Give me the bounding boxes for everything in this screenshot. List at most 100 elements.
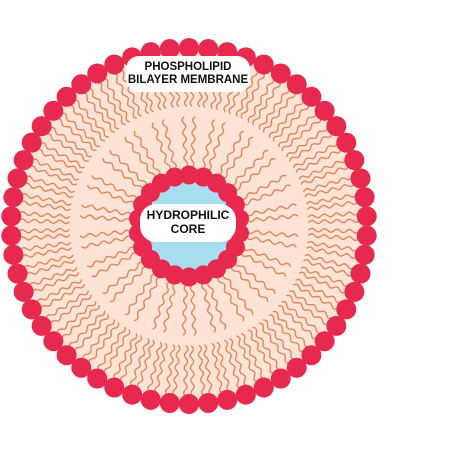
phosphate-head — [354, 187, 375, 208]
lipid-tail — [25, 259, 75, 276]
phosphate-head — [235, 384, 256, 405]
lipid-tail — [303, 259, 353, 277]
lipid-tail — [307, 233, 360, 242]
lipid-tail — [281, 300, 322, 334]
lipid-tail — [49, 126, 92, 158]
lipid-tail — [56, 118, 97, 152]
phosphate-head — [56, 86, 77, 107]
membrane-label: PHOSPHOLIPID BILAYER MEMBRANE — [126, 56, 250, 92]
lipid-tail — [154, 343, 168, 394]
lipid-tail — [229, 338, 248, 387]
lipid-tail — [19, 241, 71, 251]
phosphate-head — [253, 54, 274, 75]
lipid-tail — [268, 99, 304, 138]
phosphate-head — [165, 167, 185, 187]
lipid-tail — [286, 126, 329, 158]
lipid-tail — [79, 229, 131, 239]
phosphate-head — [350, 168, 371, 189]
phosphate-head — [193, 265, 213, 285]
phosphate-head — [43, 100, 64, 121]
lipid-tail — [119, 335, 143, 383]
lipid-tail — [109, 266, 148, 303]
lipid-tail — [120, 69, 142, 117]
phosphate-head — [104, 54, 125, 75]
lipid-tail — [300, 165, 349, 185]
phosphate-head — [179, 38, 199, 58]
lipid-tail — [295, 278, 342, 304]
phosphate-head — [56, 345, 77, 366]
core-label-line-2: CORE — [170, 222, 206, 236]
lipid-tail — [306, 194, 357, 205]
phosphate-head — [87, 368, 108, 389]
lipid-tail — [235, 69, 259, 117]
lipid-tail — [97, 81, 126, 126]
lipid-tail — [298, 271, 347, 294]
lipid-tail — [18, 218, 70, 225]
lipid-tail — [189, 284, 197, 336]
lipid-tail — [298, 158, 347, 180]
lipid-tail — [252, 326, 281, 371]
phosphate-head — [43, 331, 64, 352]
lipid-tail — [268, 314, 304, 353]
lipid-tail — [241, 333, 265, 380]
lipid-tail — [243, 184, 291, 206]
lipid-tail — [36, 279, 83, 304]
phosphate-head — [7, 168, 28, 189]
lipid-tail — [172, 344, 181, 397]
lipid-tail — [236, 335, 258, 383]
lipid-tail — [247, 329, 275, 375]
lipid-tail — [88, 322, 120, 365]
lipid-tail — [162, 282, 176, 333]
lipid-tail — [246, 236, 297, 248]
lipid-tail — [68, 310, 106, 348]
phosphate-head — [301, 86, 322, 107]
phosphate-head — [326, 116, 347, 137]
lipid-tail — [304, 183, 355, 198]
lipid-tail — [263, 319, 296, 360]
phosphate-head — [179, 394, 199, 414]
lipid-tail — [31, 158, 80, 181]
phosphate-head — [326, 315, 347, 336]
phosphate-head — [87, 63, 108, 84]
core-label: HYDROPHILIC CORE — [140, 204, 236, 242]
lipid-tail — [281, 118, 322, 152]
lipid-tail — [18, 227, 70, 234]
lipid-tail — [181, 116, 189, 168]
phosphate-head — [336, 299, 357, 320]
lipid-tail — [197, 344, 206, 397]
phosphate-head — [140, 389, 161, 410]
phosphate-head — [270, 63, 291, 84]
phosphate-head — [7, 263, 28, 284]
lipid-tail — [190, 116, 197, 168]
lipid-tail — [31, 272, 80, 294]
phosphate-head — [1, 225, 22, 246]
lipid-tail — [307, 201, 359, 211]
lipid-tail — [303, 176, 353, 193]
lipid-tail — [113, 333, 138, 380]
lipid-tail — [289, 290, 333, 320]
lipid-tail — [36, 148, 83, 174]
lipid-tail — [207, 122, 226, 171]
membrane-label-line-1: PHOSPHOLIPID — [144, 60, 232, 73]
phosphate-head — [344, 150, 365, 171]
lipid-tail — [234, 158, 276, 191]
lipid-tail — [304, 253, 355, 270]
lipid-tail — [102, 158, 144, 191]
lipid-tail — [87, 185, 135, 205]
lipid-tail — [82, 319, 115, 360]
lipid-tail — [74, 99, 110, 138]
lipid-tail — [217, 130, 244, 176]
phosphate-head — [1, 206, 22, 227]
phosphate-head — [270, 368, 291, 389]
lipid-tail — [286, 294, 329, 326]
lipid-tail — [133, 130, 161, 176]
lipid-tail — [56, 300, 97, 334]
lipid-tail — [203, 344, 213, 396]
lipid-tail — [21, 247, 72, 258]
lipid-tail — [25, 175, 75, 193]
lipid-tail — [91, 175, 138, 200]
lipid-tail — [258, 322, 290, 365]
lipid-tail — [300, 266, 349, 287]
lipid-tail — [109, 149, 148, 186]
